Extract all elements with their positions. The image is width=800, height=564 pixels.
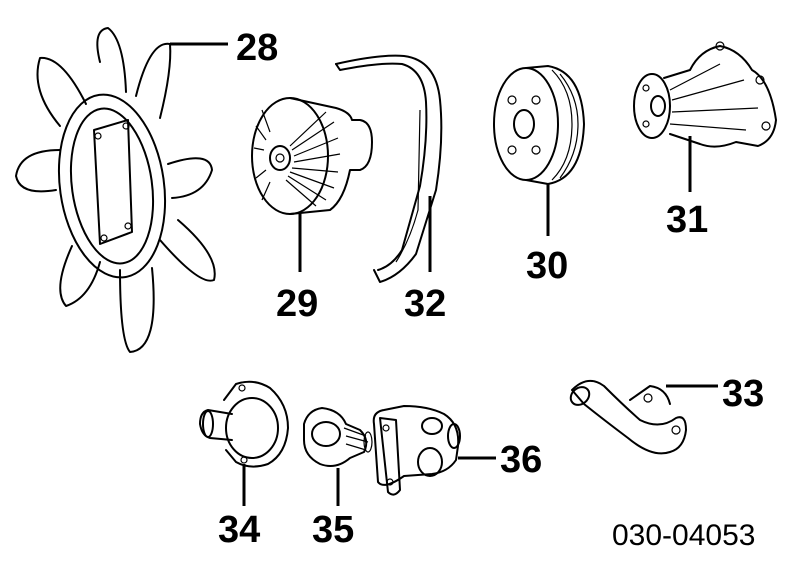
thermostat-housing-part[interactable]: [372, 405, 461, 496]
callout-29: 29: [276, 283, 318, 325]
pulley-part[interactable]: [493, 65, 585, 185]
callout-36: 36: [500, 439, 542, 481]
water-inlet-part[interactable]: [199, 380, 289, 468]
diagram-code: 030-04053: [612, 519, 755, 552]
thermostat-part[interactable]: [303, 407, 373, 467]
fan-blade-part[interactable]: [15, 27, 216, 353]
water-outlet-part[interactable]: [567, 379, 687, 455]
callout-31: 31: [666, 199, 708, 241]
callout-30: 30: [526, 245, 568, 287]
callout-34: 34: [218, 509, 260, 551]
callout-28: 28: [236, 27, 278, 69]
callout-33: 33: [722, 373, 764, 415]
callout-32: 32: [404, 283, 446, 325]
callout-35: 35: [312, 509, 354, 551]
drive-belt-part[interactable]: [335, 54, 443, 283]
water-pump-part[interactable]: [633, 41, 777, 148]
fan-clutch-part[interactable]: [251, 97, 373, 215]
